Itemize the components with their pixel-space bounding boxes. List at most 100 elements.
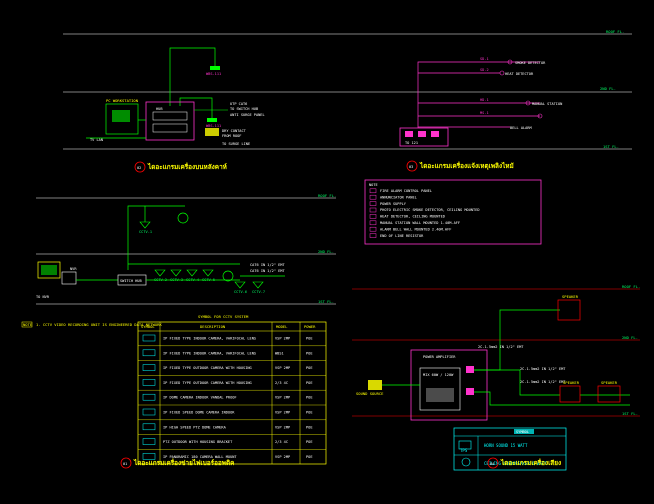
cctv-row-description: IP FIXED TYPE OUTDOOR CAMERA WITH HOUSIN… (163, 366, 252, 370)
legend-03-symbol-icon (369, 188, 377, 194)
cctv-row-model: VSP 2MP (275, 396, 290, 400)
legend-03: NOTE FIRE ALARM CONTROL PANELANNUNCIATOR… (364, 179, 542, 245)
ceiling-speaker-symbol-icon (461, 457, 471, 467)
camera-icon (154, 269, 166, 277)
facp-box (399, 127, 449, 147)
cctv-symbol-table: SYMBOL FOR CCTV SYSTEM SYMBOL DESCRIPTIO… (120, 314, 327, 469)
legend-03-item: ALARM BELL WALL MOUNTED 2.40M.AFF (380, 227, 451, 231)
fa-device-3: HD-1 (480, 98, 489, 102)
camera-label: CCTV-7 (252, 290, 265, 294)
fa-note-4: BELL ALARM (510, 126, 532, 130)
legend-03-symbol-icon (369, 220, 377, 226)
fa-note-3: MANUAL STATION (532, 102, 562, 106)
note-4: DRY CONTACT (222, 129, 247, 133)
speaker-cable-2 (474, 391, 630, 406)
panel-02-number: 02 (137, 166, 141, 170)
cctv-row-description: IP FIXED SPEED DOME CAMERA INDOOR (163, 411, 235, 415)
panel-01-number: 01 (123, 462, 127, 466)
ptz-camera-icon (177, 212, 189, 224)
panel-04-number-circle (487, 457, 499, 469)
cctv-row-power: POE (306, 351, 313, 355)
hub-unit-2 (152, 123, 188, 133)
cctv-note-1: CAT6 IN 1/2" EMT (250, 263, 285, 267)
device-top-label: WBS-111 (206, 72, 221, 76)
note-2: TO SWITCH HUB (230, 107, 258, 111)
mid-cable (179, 97, 213, 118)
cctv-row-power: POE (306, 337, 313, 341)
facp-module (431, 131, 439, 137)
legend-03-symbol-icon (369, 194, 377, 200)
panel-02-title: ไดอะแกรมเครื่องบนหลังคาห์ (147, 161, 227, 171)
panel-01-number-circle (120, 457, 132, 469)
level-label-2nd: 2ND FL. (600, 86, 616, 91)
legend-03-item: END OF LINE RESISTOR (380, 234, 424, 238)
amp-front-panel (426, 388, 454, 402)
cctv-row-power: POE (306, 425, 313, 429)
legend-03-item: HEAT DETECTOR, CEILING MOUNTED (380, 215, 445, 219)
nvr-label: NVR (70, 267, 77, 271)
switch-hub-label: SWITCH HUB (120, 279, 142, 283)
legend-03-symbol-icon (369, 226, 377, 232)
legend-03-symbol-icon (369, 214, 377, 219)
panel-03-title: ไดอะแกรมเครื่องแจ้งเหตุเพลิงไหม้ (419, 160, 514, 170)
legend-03-symbol-icon (369, 233, 377, 238)
cctv-row-power: POE (306, 381, 313, 385)
camera-icon (252, 281, 264, 289)
cctv-row-description: IP DOME CAMERA INDOOR VANDAL PROOF (163, 396, 237, 400)
camera-label: CCTV-6 (234, 290, 247, 294)
cctv-row-power: POE (306, 366, 313, 370)
fa-note-2: HEAT DETECTOR (505, 72, 534, 76)
panel-02: ROOF FL. 2ND FL. 1ST FL. WBS-111 WBS-111… (63, 29, 632, 173)
cctv-row-description: PTZ OUTDOOR WITH HOUSING BRACKET (163, 440, 233, 444)
note-6: TO SURGE LINE (222, 142, 250, 146)
wbs-device-top-icon (210, 66, 220, 70)
hub-label: HUB (156, 107, 163, 111)
amplifier-rack (410, 349, 488, 421)
amp-label: POWER AMPLIFIER (423, 355, 456, 359)
amplifier-unit (419, 367, 461, 411)
cctv-riser (127, 205, 185, 270)
cctv-table-border (137, 321, 327, 465)
level-label-1st: 1ST FL. (603, 144, 619, 149)
legend-03-item: POWER SUPPLY (380, 202, 407, 206)
cctv-symbol-icon (142, 379, 156, 386)
roof-cable (169, 47, 216, 106)
legend-03-item: PHOTO ELECTRIC SMOKE DETECTOR, CEILING M… (380, 208, 480, 212)
smoke-detector-icon (499, 70, 505, 76)
level-label-2nd-04: 2ND FL. (622, 335, 638, 340)
cctv-row-description: IP FIXED TYPE INDOOR CAMERA, VARIFOCAL L… (163, 337, 256, 341)
note-5: FROM ROOF (222, 134, 241, 138)
cctv-row-model: 2/3 4C (275, 381, 288, 385)
fa-riser (417, 61, 540, 128)
legend-03-symbol-icon (369, 201, 377, 206)
cctv-row-description: IP PANORAMIC 180 CAMERA WALL MOUNT (163, 455, 237, 459)
horn-speaker-icon (557, 299, 581, 321)
cctv-row-description: IP HIGH SPEED PTZ DOME CAMERA (163, 425, 227, 429)
sound-note-1: 2C-1.5mm2 IN 1/2" EMT (478, 345, 524, 349)
note-3: ANTI SURGE PANEL (230, 113, 265, 117)
cctv-header-symbol: SYMBOL (141, 324, 155, 329)
cctv-symbol-icon (142, 393, 156, 401)
ptz-camera-icon (222, 270, 234, 282)
cctv-symbol-icon (142, 423, 156, 431)
legend-04-text-2: CEILING LOUDSPEAKER 6 WATT (484, 461, 547, 466)
cctv-symbol-icon (142, 349, 156, 357)
manual-station-icon (537, 113, 543, 119)
legend-04-border (453, 427, 567, 471)
camera-label: CCTV-1 (139, 230, 152, 234)
cctv-row-power: POE (306, 411, 313, 415)
fa-device-1: SD-1 (480, 57, 489, 61)
cctv-note: 1. CCTV VIDEO RECORDING UNIT IS ENGINEER… (36, 322, 162, 327)
anti-surge-icon (205, 128, 219, 136)
monitor-icon (112, 110, 130, 122)
legend-04-tag-1: TPS (460, 448, 468, 453)
cctv-symbol-icon (142, 453, 156, 460)
facp-module (405, 131, 413, 137)
tv-lan-label: TV LAN (90, 138, 103, 142)
legend-04-text-1: HORN SOUND 15 WATT (484, 443, 528, 448)
ceiling-speaker-icon (559, 385, 581, 403)
legend-03-item: FIRE ALARM CONTROL PANEL (380, 189, 432, 193)
sound-source-icon (368, 380, 382, 390)
cctv-header-power: POWER (304, 324, 316, 329)
note-tag-box (21, 321, 33, 328)
